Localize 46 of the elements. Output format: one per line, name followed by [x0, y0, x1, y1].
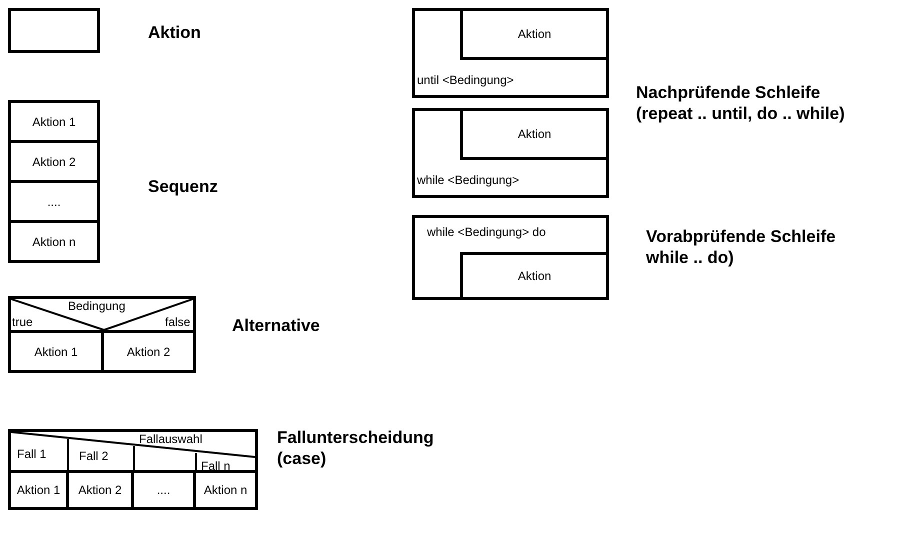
symbol-caption: Vorabprüfende Schleife while .. do) [646, 226, 837, 268]
action-box [8, 180, 100, 223]
loop-box [412, 108, 609, 198]
symbol-caption: Nachprüfende Schleife (repeat .. until, do .. while) [636, 82, 846, 124]
symbol-caption: Aktion [148, 22, 202, 43]
action-box [8, 470, 69, 510]
loop-condition-text: while <Bedingung> do [427, 225, 546, 239]
action-box [101, 330, 196, 373]
case-selector-text: Fallauswahl [139, 432, 202, 446]
action-text: Aktion 1 [32, 114, 76, 128]
action-box [193, 470, 258, 510]
action-box [8, 100, 100, 143]
loop-condition-text: while <Bedingung> [417, 173, 520, 187]
action-text: Aktion 2 [126, 344, 170, 358]
action-box [8, 220, 100, 263]
action-text: Aktion n [32, 234, 76, 248]
case-label: Fall 1 [17, 447, 46, 461]
symbol-caption: Fallunterscheidung (case) [277, 427, 435, 469]
action-symbol-box [8, 8, 100, 53]
branch-label: true [12, 315, 33, 329]
symbol-caption: Sequenz [148, 176, 219, 197]
action-text: .... [156, 483, 170, 497]
action-box [460, 8, 609, 60]
loop-box [412, 215, 609, 300]
action-text: Aktion [518, 269, 552, 283]
action-text: Aktion 1 [16, 483, 60, 497]
condition-header [8, 296, 196, 333]
loop-box [412, 8, 609, 98]
action-text: .... [47, 194, 61, 208]
action-text: Aktion 2 [32, 154, 76, 168]
action-text: Aktion n [204, 483, 248, 497]
symbol-caption: Alternative [232, 315, 321, 336]
action-text: Aktion 2 [78, 483, 122, 497]
action-box [8, 140, 100, 183]
action-box [8, 330, 104, 373]
condition-text: Bedingung [68, 299, 126, 313]
case-label: Fall 2 [79, 449, 108, 463]
action-box [460, 252, 609, 300]
action-box [460, 108, 609, 160]
case-header [8, 429, 258, 473]
branch-label: false [165, 315, 190, 329]
loop-condition-text: until <Bedingung> [417, 73, 514, 87]
action-text: Aktion [518, 27, 552, 41]
case-label: Fall n [201, 459, 230, 473]
action-text: Aktion 1 [34, 344, 78, 358]
action-text: Aktion [518, 127, 552, 141]
